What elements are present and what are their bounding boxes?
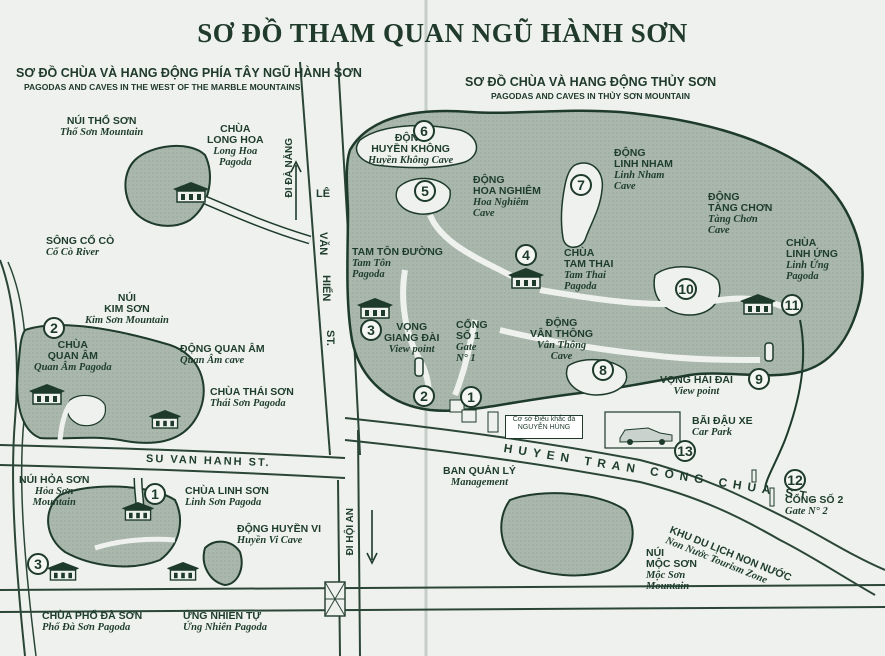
map-title: SƠ ĐỒ THAM QUAN NGŨ HÀNH SƠN [197,18,688,48]
pho-da-son-pagoda-icon [46,562,80,581]
tam-ton-pagoda-icon [357,298,393,319]
linh-ung-pagoda-icon [740,294,776,315]
thai-son-pagoda-icon [148,410,182,429]
tam-thai-pagoda-icon [508,268,544,289]
vong-giang-dai-marker [414,357,424,377]
marker-east-13: 13 [674,440,696,462]
road-di-da-nang: ĐI ĐÀ NẴNG [284,138,295,198]
label-cong-so-1: CỔNG SỐ 1 Gate N° 1 [456,319,488,365]
label-nui-hoa-son: NÚI HỎA SƠN Hỏa Sơn Mountain [19,474,90,509]
marker-east-7: 7 [570,174,592,196]
label-dong-quan-am: ĐỘNG QUAN ÂM Quan Âm cave [180,343,265,367]
label-ung-nhien-tu: ỨNG NHIÊN TỰ Ứng Nhiên Pagoda [183,610,267,634]
marker-east-4: 4 [515,244,537,266]
label-dong-tang-chon: ĐỘNG TÀNG CHƠN Tàng Chơn Cave [708,191,773,237]
label-chua-quan-am: CHÙA QUAN ÂM Quan Âm Pagoda [34,339,112,374]
marker-west-1: 1 [144,483,166,505]
marker-east-5: 5 [414,180,436,202]
marker-east-9: 9 [748,368,770,390]
label-nui-tho-son: NÚI THỔ SƠN Thổ Sơn Mountain [60,115,144,139]
car-icon [619,427,673,445]
label-song-co-co: SÔNG CỔ CÒ Cổ Cò River [46,235,115,259]
label-chua-tam-thai: CHÙA TAM THAI Tam Thai Pagoda [564,247,614,293]
moc-son-mountain [500,492,634,577]
arrow-up-icon [290,160,302,220]
label-dong-van-thong: ĐỘNG VÂN THÔNG Vân Thông Cave [530,317,593,363]
label-dong-hoa-nghiem: ĐỘNG HOA NGHIÊM Hoa Nghiêm Cave [473,174,541,220]
marker-east-1: 1 [460,386,482,408]
marker-west-2: 2 [43,317,65,339]
arrow-down-icon [366,510,378,565]
label-nui-moc-son: NÚI MỘC SƠN Mộc Sơn Mountain [646,547,697,593]
sculpture-workshop-box: Cơ sở Điêu khắc đá NGUYỄN HÙNG [505,415,583,439]
label-dong-linh-nham: ĐỘNG LINH NHAM Linh Nham Cave [614,147,673,193]
marker-west-3: 3 [27,553,49,575]
label-dong-huyen-vi: ĐỘNG HUYỀN VI Huyền Vi Cave [237,523,322,547]
su-van-hanh-road-edge [0,444,346,459]
huyen-tran-road-edge [344,417,885,571]
road-di-hoi-an: ĐI HỘI AN [345,508,356,556]
label-chua-pho-da-son: CHÙA PHỔ ĐÀ SƠN Phổ Đà Sơn Pagoda [42,610,143,634]
le-van-hien-road-edge [299,61,331,456]
label-dong-huyen-khong: ĐỘNG HUYỀN KHÔNG Huyền Không Cave [368,132,454,167]
label-tam-ton-duong: TAM TÔN ĐƯỜNG Tam Tôn Pagoda [352,246,443,281]
quan-am-pagoda-icon [29,384,65,405]
vong-hai-dai-marker [764,342,774,362]
marker-east-6: 6 [413,120,435,142]
label-cong-so-2: CỔNG SỐ 2 Gate N° 2 [785,494,844,518]
road-van: VĂN [317,232,329,256]
marker-east-10: 10 [675,278,697,300]
marker-east-3: 3 [360,319,382,341]
marker-east-12: 12 [784,469,806,491]
label-bai-dau-xe: BÃI ĐẬU XE Car Park [692,415,753,439]
road-le: LÊ [316,188,331,200]
marker-east-11: 11 [781,294,803,316]
label-vong-giang-dai: VỌNG GIANG ĐÀI View point [384,321,440,356]
marker-east-8: 8 [592,359,614,381]
linh-son-pagoda-icon [121,502,155,521]
co-co-river [0,259,26,656]
gate-2-posts [751,469,775,507]
label-ban-quan-ly: BAN QUẢN LÝ Management [443,465,516,489]
west-heading: SƠ ĐỒ CHÙA VÀ HANG ĐỘNG PHÍA TÂY NGŨ HÀN… [16,66,362,92]
marker-east-2: 2 [413,385,435,407]
tho-son-mountain [124,144,211,227]
road-hien: HIẾN [320,275,332,302]
label-vong-hai-dai: VỌNG HẢI ĐÀI View point [660,374,733,398]
label-chua-linh-ung: CHÙA LINH ỨNG Linh Ứng Pagoda [786,237,838,283]
label-chua-linh-son: CHÙA LINH SƠN Linh Sơn Pagoda [185,485,269,509]
bridge-icon [324,581,346,617]
east-heading: SƠ ĐỒ CHÙA VÀ HANG ĐỘNG THỦY SƠN PAGODAS… [465,75,717,101]
label-chua-long-hoa: CHÙA LONG HOA Long Hoa Pagoda [207,123,264,169]
label-nui-kim-son: NÚI KIM SƠN Kim Sơn Mountain [85,292,169,327]
long-hoa-pagoda-icon [173,182,209,203]
ung-nhien-pagoda-icon [166,562,200,581]
label-chua-thai-son: CHÙA THÁI SƠN Thái Sơn Pagoda [210,386,294,410]
road-st: ST. [324,330,336,346]
